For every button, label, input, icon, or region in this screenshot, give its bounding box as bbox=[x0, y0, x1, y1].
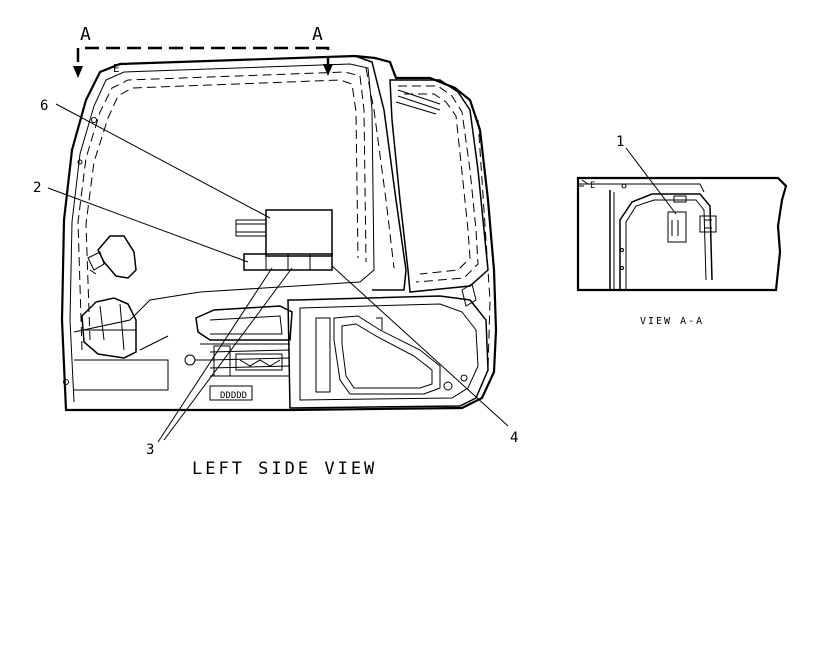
callout-2: 2 bbox=[33, 180, 41, 196]
frame-bolt-3 bbox=[63, 379, 69, 385]
door-lower-panel bbox=[287, 295, 489, 409]
view-aa-bracket-detail bbox=[704, 219, 712, 229]
door-window-outer bbox=[389, 79, 489, 293]
view-aa-outline bbox=[576, 176, 788, 292]
cab-pillar bbox=[354, 55, 407, 291]
joystick-upper-detail bbox=[87, 251, 105, 275]
view-aa-top-edge bbox=[578, 183, 705, 193]
frame-bolt-1 bbox=[91, 117, 97, 123]
frame-bolt-2 bbox=[77, 159, 83, 165]
section-line-a-a bbox=[76, 46, 330, 66]
window-glass-lines bbox=[395, 89, 441, 115]
door-recess-2 bbox=[341, 323, 433, 389]
caption-left-side-view: LEFT SIDE VIEW bbox=[192, 459, 377, 479]
joystick-lower-detail bbox=[84, 303, 136, 351]
control-box-6 bbox=[265, 209, 333, 257]
left-console-box bbox=[74, 335, 169, 391]
door-bolt bbox=[460, 374, 468, 382]
door-lower-inner bbox=[299, 303, 479, 401]
view-aa-window bbox=[619, 193, 713, 290]
leader-1 bbox=[625, 147, 677, 215]
door-edge-dashed bbox=[477, 119, 491, 371]
cab-frame-dashed-2 bbox=[85, 79, 359, 341]
view-aa-dot-2 bbox=[620, 266, 624, 270]
seat-cushion bbox=[209, 315, 283, 335]
relay-dividers bbox=[265, 254, 311, 270]
door-handle bbox=[461, 283, 477, 307]
caption-view-a-a: VIEW A-A bbox=[640, 316, 704, 327]
leader-3b bbox=[163, 267, 293, 441]
door-latch bbox=[443, 381, 453, 391]
console-mechanism bbox=[213, 345, 283, 377]
section-arrowhead-left bbox=[73, 66, 83, 78]
callout-4: 4 bbox=[510, 430, 518, 446]
view-aa-bolt bbox=[621, 183, 627, 189]
tag-e-left: E bbox=[113, 62, 120, 75]
view-aa-component-1-detail bbox=[671, 220, 679, 236]
joystick-lower bbox=[81, 297, 137, 359]
seat-base bbox=[195, 305, 293, 341]
view-aa-window-inner bbox=[625, 199, 707, 290]
section-mark-right: A bbox=[312, 24, 323, 45]
console-lines bbox=[200, 343, 291, 377]
door-window-dashed-1 bbox=[398, 85, 479, 283]
view-aa-left-hook bbox=[577, 178, 589, 187]
view-aa-bracket bbox=[699, 215, 717, 233]
callout-6: 6 bbox=[40, 98, 48, 114]
cab-frame-dashed-1 bbox=[77, 71, 367, 351]
joystick-upper bbox=[97, 235, 137, 279]
cab-outline bbox=[60, 54, 498, 412]
box-6-connector bbox=[235, 219, 267, 237]
door-recess-3 bbox=[315, 317, 331, 393]
letter-panel bbox=[209, 385, 253, 401]
cab-frame-inner-1 bbox=[69, 63, 375, 403]
callout-3: 3 bbox=[146, 442, 154, 458]
knob bbox=[184, 354, 196, 366]
leader-6 bbox=[55, 103, 271, 219]
callout-1: 1 bbox=[616, 134, 624, 150]
door-window-dashed-2 bbox=[404, 93, 471, 275]
leader-2 bbox=[47, 187, 249, 263]
view-a-a: E 1 VIEW A-A bbox=[576, 134, 788, 327]
leader-4 bbox=[331, 265, 509, 427]
door-small-hook bbox=[376, 317, 383, 330]
section-mark-left: A bbox=[80, 24, 91, 45]
view-aa-dot-1 bbox=[620, 248, 624, 252]
view-aa-top-tab bbox=[673, 195, 687, 203]
left-side-view: DDDDD E 6 2 3 4 A A bbox=[33, 24, 518, 479]
tag-e-right: E bbox=[590, 181, 595, 191]
pillar-dashed bbox=[365, 67, 395, 269]
panel-letters: DDDDD bbox=[220, 391, 247, 401]
section-arrowhead-right bbox=[323, 64, 333, 76]
leader-3a bbox=[157, 267, 273, 443]
box-6-connector-lines bbox=[236, 223, 266, 233]
door-recess-1 bbox=[333, 315, 441, 395]
view-aa-component-1 bbox=[667, 211, 687, 243]
